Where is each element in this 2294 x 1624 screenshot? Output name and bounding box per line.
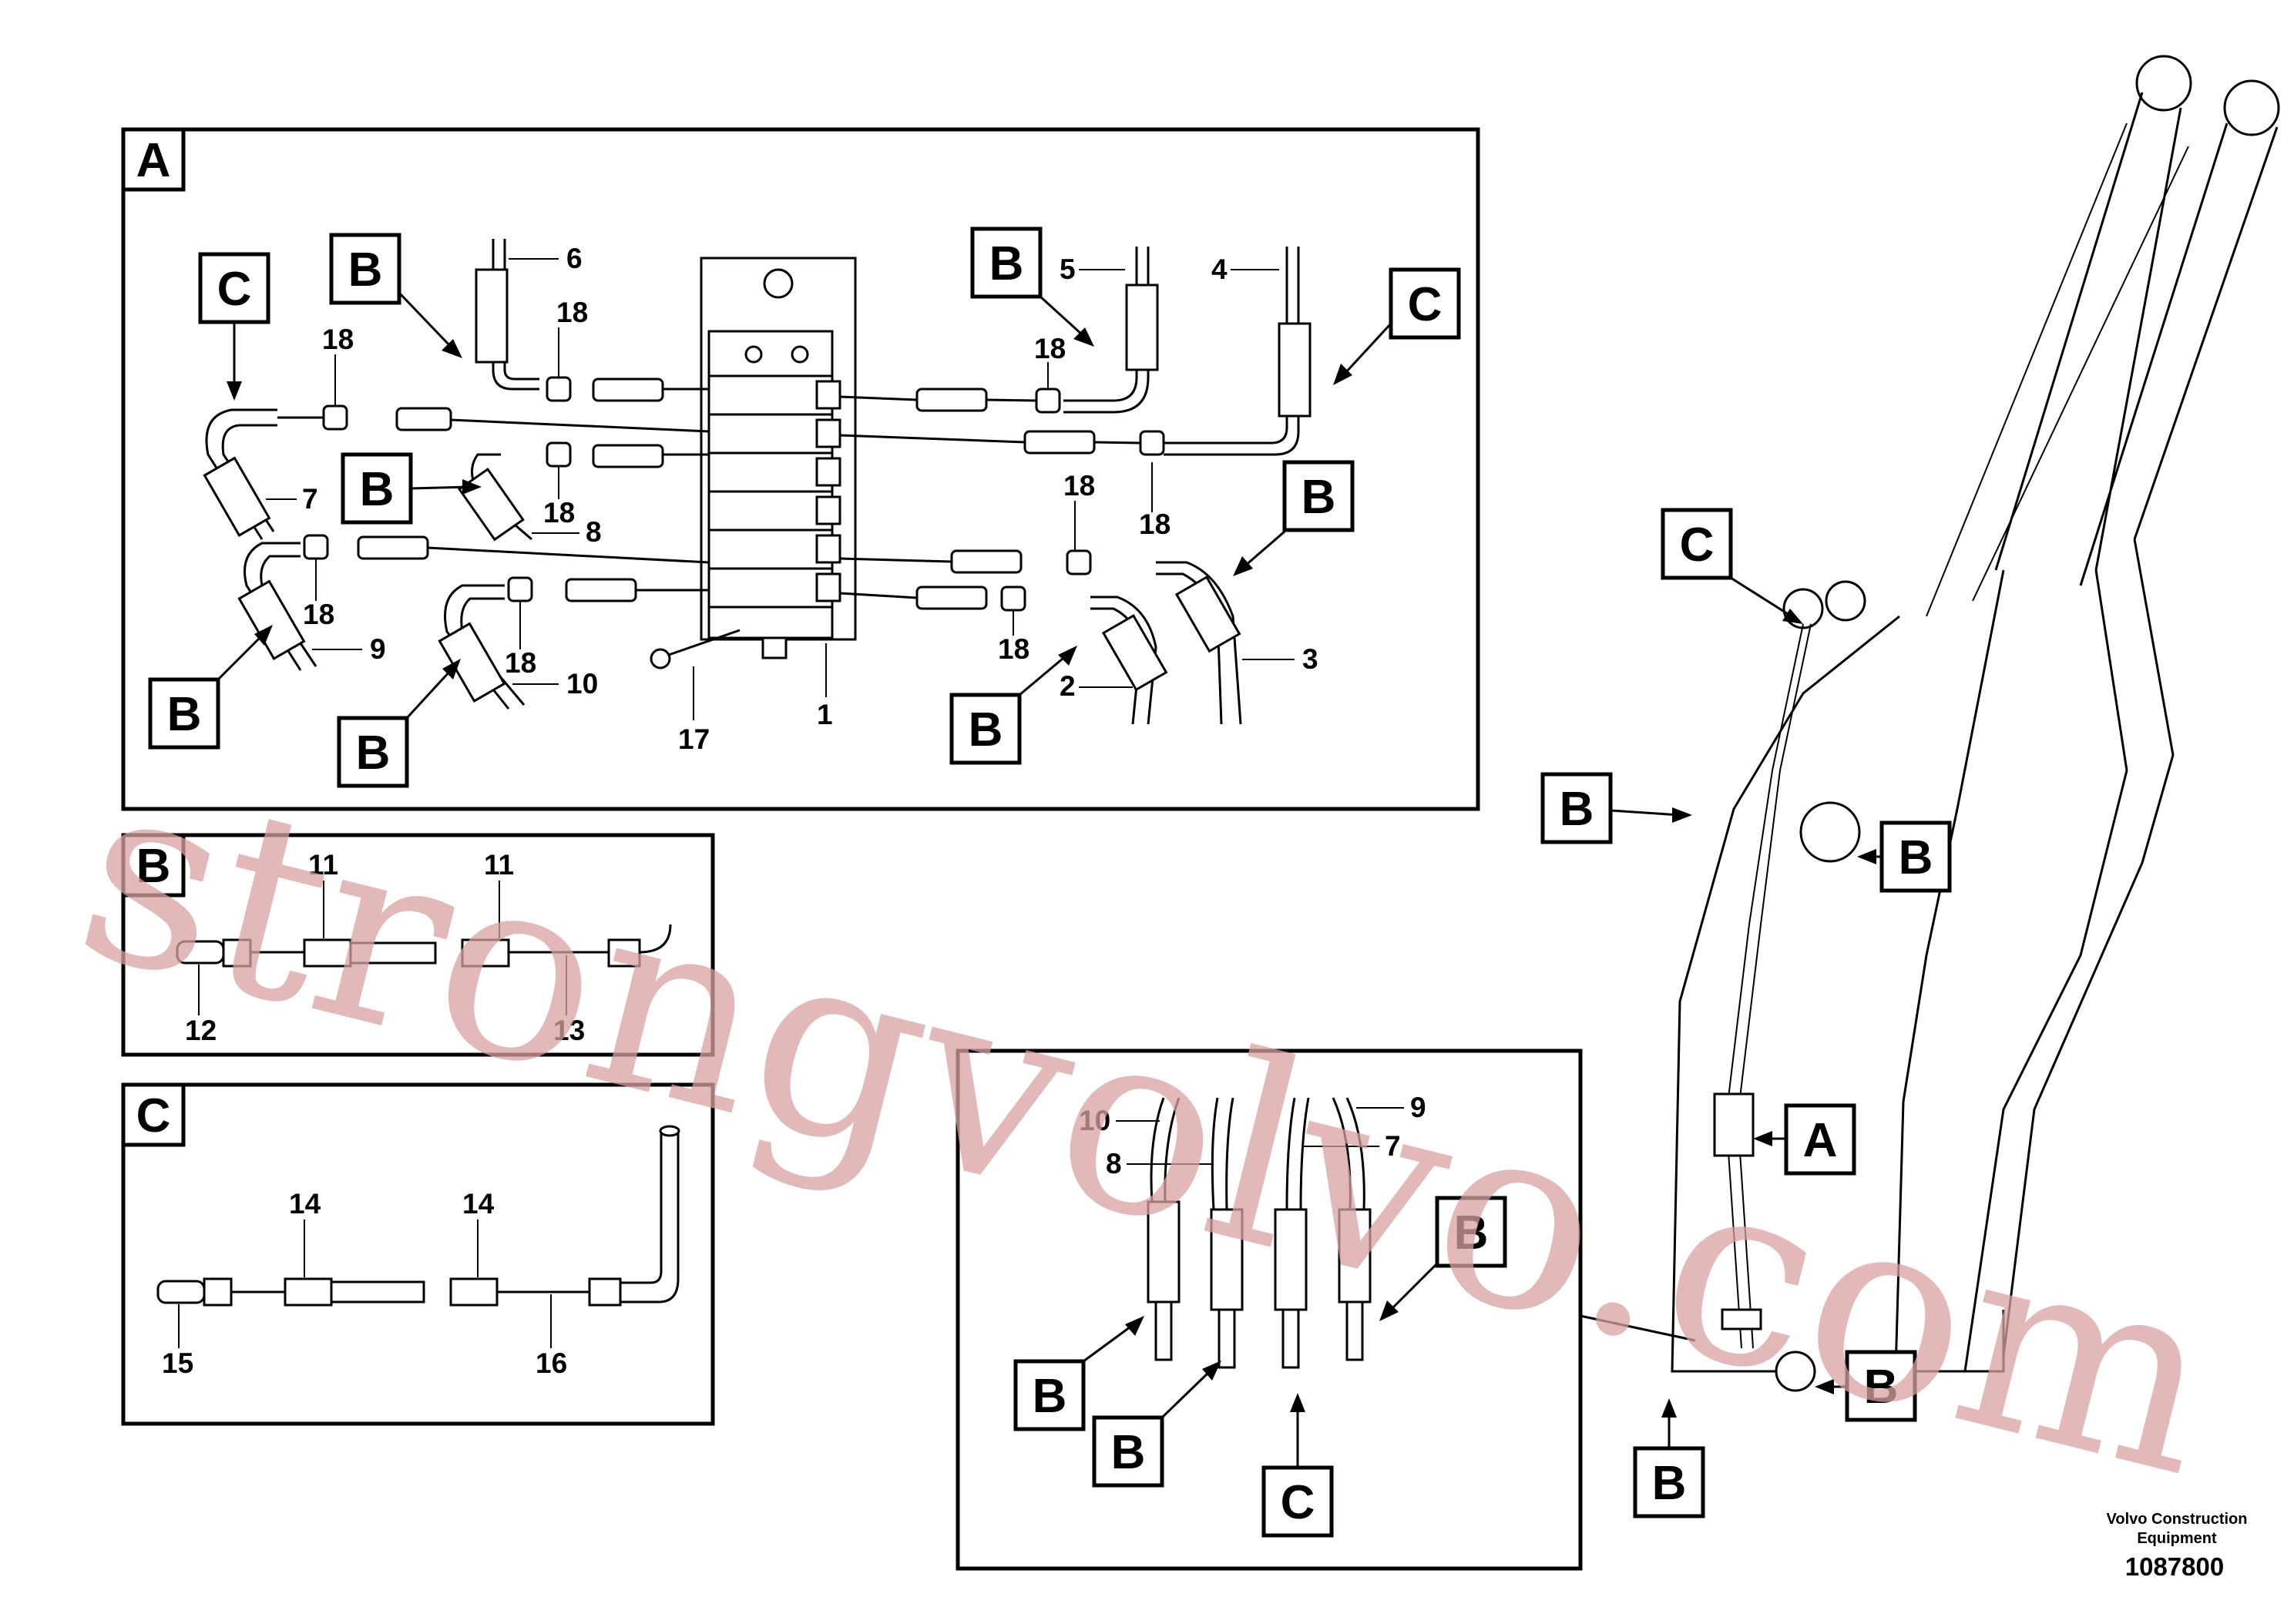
part-number-13: 13 [553,1015,585,1046]
callout-b-a1: B [348,243,383,297]
callout-b-a3: B [360,463,395,516]
part-number-11-a: 11 [308,849,338,881]
company-name-line2: Equipment [2137,1530,2217,1547]
part-number-10: 10 [566,668,598,700]
boom-illustration: C B B A B B [1540,55,2280,1518]
part-number-18-f: 18 [543,497,575,528]
fittings-row-right [839,388,1165,612]
callout-b-boom1: B [1560,783,1594,836]
callout-b-a4: B [1302,471,1336,524]
panel-c-label: C [136,1089,171,1143]
callout-b-d2: B [1033,1370,1067,1423]
fittings-row-left [277,376,710,602]
part-number-18-d: 18 [1063,470,1095,502]
part-number-1: 1 [817,699,833,730]
part-number-6: 6 [566,243,583,274]
part-number-8: 8 [586,516,602,548]
panel-a-callouts: C B B C B B B [148,226,1461,788]
callout-b-boom3: B [1864,1361,1899,1414]
callout-a-boom: A [1803,1114,1838,1167]
part-number-10-detail: 10 [1079,1105,1110,1136]
callout-b-d1: B [1454,1206,1489,1260]
part-number-5: 5 [1060,253,1076,285]
callout-b-a7: B [969,703,1003,757]
hoses-panel-a [203,239,1312,725]
callout-b-boom4: B [1652,1457,1687,1510]
distribution-block [650,257,857,669]
part-number-7-detail: 7 [1385,1130,1401,1162]
panel-a-label: A [136,134,171,187]
part-number-18-b: 18 [322,324,354,355]
callout-b-a6: B [356,726,391,780]
panel-b-label: B [136,840,171,893]
panel-a: A [121,127,1480,811]
part-number-12: 12 [185,1015,217,1046]
part-number-14-a: 14 [289,1188,321,1220]
part-number-9-detail: 9 [1410,1092,1426,1123]
part-number-18-e: 18 [1139,508,1171,540]
part-number-16: 16 [536,1347,567,1379]
part-number-18-h: 18 [505,647,536,679]
callout-b-boom2: B [1899,831,1933,884]
part-number-14-b: 14 [462,1188,495,1220]
part-number-7: 7 [302,483,318,515]
panel-c: C 14 14 15 16 [121,1082,715,1426]
part-number-18-g: 18 [303,599,334,630]
callout-c-a2: C [1408,278,1443,331]
part-number-15: 15 [162,1347,193,1379]
callout-c-boom: C [1680,518,1715,572]
part-number-18-c: 18 [1034,333,1066,364]
callout-b-a2: B [989,237,1024,290]
part-number-17: 17 [678,723,710,755]
panel-b: B 11 11 12 13 [121,833,715,1057]
part-number-11-b: 11 [484,849,514,881]
panel-detail: 10 8 7 9 B B B C [956,1049,1583,1571]
part-number-9: 9 [370,633,386,665]
callout-b-a5: B [167,688,202,741]
part-number-3: 3 [1302,643,1318,675]
part-number-18-a: 18 [556,297,588,328]
part-number-8-detail: 8 [1106,1148,1122,1179]
callout-c-a1: C [217,263,252,316]
panel-a-part-numbers: 6 5 4 18 18 18 18 18 18 18 18 18 7 [266,243,1318,755]
company-name-line1: Volvo Construction [2107,1511,2248,1528]
callout-c-d1: C [1281,1476,1315,1529]
part-number-2: 2 [1060,670,1076,702]
drawing-number: 1087800 [2125,1552,2224,1581]
part-number-4: 4 [1211,253,1228,285]
part-number-18-i: 18 [998,633,1029,665]
title-block: Volvo Construction Equipment 1087800 [2107,1511,2248,1581]
callout-b-d3: B [1111,1426,1146,1479]
